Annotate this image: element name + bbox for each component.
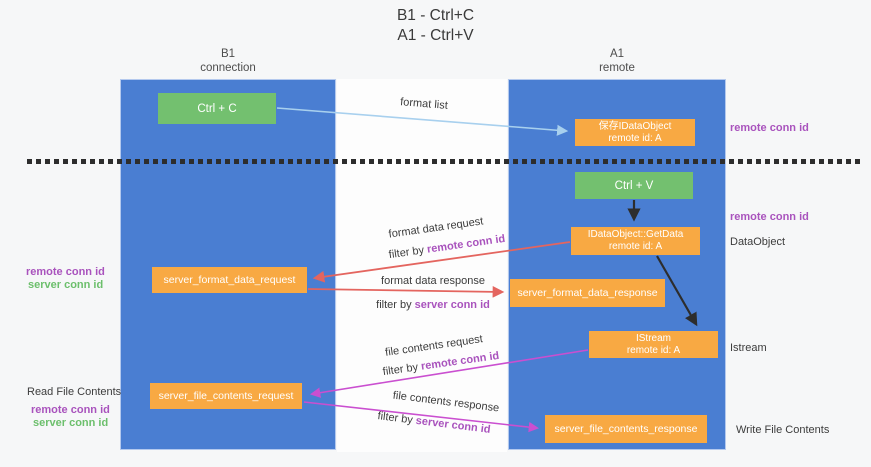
- node-istream: IStream remote id: A: [589, 331, 718, 358]
- node-server-file-contents-request: server_file_contents_request: [150, 383, 302, 409]
- node-idataobject-getdata-line1: IDataObject::GetData: [587, 229, 684, 240]
- diagram-title-line1: B1 - Ctrl+C: [396, 7, 475, 24]
- node-ctrl-v-label: Ctrl + V: [614, 179, 654, 192]
- annotation-read-file-contents: Read File Contents: [27, 386, 122, 398]
- annotation-write-file-contents: Write File Contents: [736, 424, 830, 436]
- node-server-file-contents-response: server_file_contents_response: [545, 415, 707, 443]
- annotation-server-conn-id-left-1: server conn id: [28, 279, 104, 291]
- phase-separator-dashed-line: [27, 159, 861, 164]
- node-save-dataobject: 保存IDataObject remote id: A: [575, 119, 695, 146]
- filter-by-text: filter by: [376, 299, 412, 311]
- annotation-istream: Istream: [730, 342, 767, 354]
- annotation-remote-conn-id-left-2: remote conn id: [31, 404, 110, 416]
- node-server-file-contents-response-label: server_file_contents_response: [554, 423, 698, 435]
- server-conn-id-text: server conn id: [414, 299, 490, 311]
- lane-header-b1: B1 connection: [120, 47, 336, 75]
- lane-a1-title: A1: [609, 48, 625, 60]
- lane-b1-title: B1: [220, 48, 236, 60]
- node-server-format-data-response: server_format_data_response: [510, 279, 665, 307]
- node-server-format-data-request-label: server_format_data_request: [163, 274, 296, 286]
- annotation-dataobject: DataObject: [730, 236, 786, 248]
- node-server-format-data-response-label: server_format_data_response: [517, 287, 658, 299]
- node-server-file-contents-request-label: server_file_contents_request: [158, 390, 294, 402]
- node-ctrl-c: Ctrl + C: [158, 93, 276, 124]
- node-ctrl-v: Ctrl + V: [575, 172, 693, 199]
- node-idataobject-getdata: IDataObject::GetData remote id: A: [571, 227, 700, 255]
- annotation-server-conn-id-left-2: server conn id: [33, 417, 109, 429]
- diagram-title-line2: A1 - Ctrl+V: [397, 27, 474, 44]
- node-server-format-data-request: server_format_data_request: [152, 267, 307, 293]
- label-format-data-response: format data response: [381, 275, 485, 287]
- lane-b1-subtitle: connection: [200, 62, 256, 74]
- label-filter-by-server-1: filter by server conn id: [376, 299, 490, 311]
- node-istream-line1: IStream: [635, 332, 671, 344]
- node-save-dataobject-line2: remote id: A: [608, 132, 662, 144]
- node-idataobject-getdata-line2: remote id: A: [608, 241, 663, 252]
- annotation-remote-conn-id-right-2: remote conn id: [730, 211, 809, 223]
- lane-header-a1: A1 remote: [508, 47, 726, 75]
- node-istream-line2: remote id: A: [626, 344, 681, 356]
- annotation-remote-conn-id-left-1: remote conn id: [26, 266, 105, 278]
- node-save-dataobject-line1: 保存IDataObject: [598, 120, 672, 132]
- lane-a1-subtitle: remote: [599, 62, 635, 74]
- annotation-remote-conn-id-right-1: remote conn id: [730, 122, 809, 134]
- node-ctrl-c-label: Ctrl + C: [197, 102, 237, 115]
- diagram-title: B1 - Ctrl+C A1 - Ctrl+V: [0, 6, 871, 46]
